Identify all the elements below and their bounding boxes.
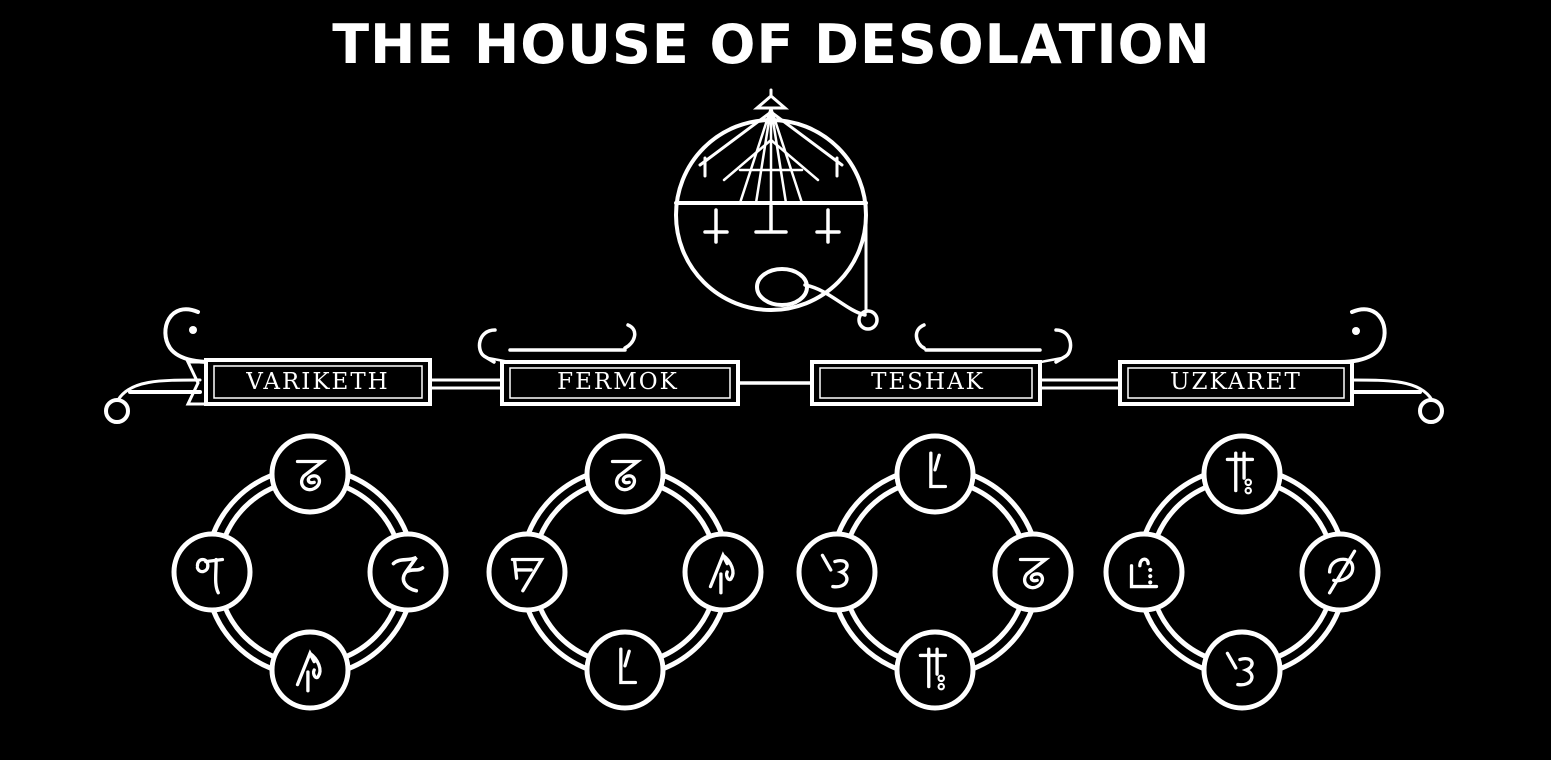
hook-mark-glyph-icon — [584, 629, 666, 711]
crossed-loop-glyph-icon — [1299, 531, 1381, 613]
branch-hook-glyph-icon — [269, 629, 351, 711]
label-plate-teshak: TESHAK — [810, 360, 1042, 406]
three-curl-glyph-icon — [1201, 629, 1283, 711]
tau-dot-glyph-icon — [894, 629, 976, 711]
label-fermok: FERMOK — [557, 369, 679, 395]
zeta-spiral-glyph-icon — [269, 433, 351, 515]
glyph-rings — [171, 433, 1381, 711]
page-title: THE HOUSE OF DESOLATION — [332, 13, 1211, 76]
label-plate-variketh: VARIKETH — [185, 358, 432, 406]
label-uzkaret: UZKARET — [1170, 369, 1302, 395]
hook-dots-glyph-icon — [1103, 531, 1185, 613]
three-curl-glyph-icon — [796, 531, 878, 613]
hook-mark-glyph-icon — [894, 433, 976, 515]
branch-hook-glyph-icon — [682, 531, 764, 613]
label-teshak: TESHAK — [871, 369, 985, 395]
glyph-ring-variketh — [171, 433, 449, 711]
glyph-ring-teshak — [796, 433, 1074, 711]
glyph-ring-uzkaret — [1103, 433, 1381, 711]
zigzag-glyph-icon — [367, 531, 449, 613]
label-variketh: VARIKETH — [245, 369, 389, 395]
tau-dot-glyph-icon — [1201, 433, 1283, 515]
glyph-ring-fermok — [486, 433, 764, 711]
label-plate-fermok: FERMOK — [500, 360, 740, 406]
house-sigil-icon — [674, 88, 879, 331]
zeta-spiral-glyph-icon — [584, 433, 666, 515]
seven-slash-glyph-icon — [486, 531, 568, 613]
label-plate-uzkaret: UZKARET — [1118, 360, 1354, 406]
zeta-spiral-glyph-icon — [992, 531, 1074, 613]
nine-hook-glyph-icon — [171, 531, 253, 613]
